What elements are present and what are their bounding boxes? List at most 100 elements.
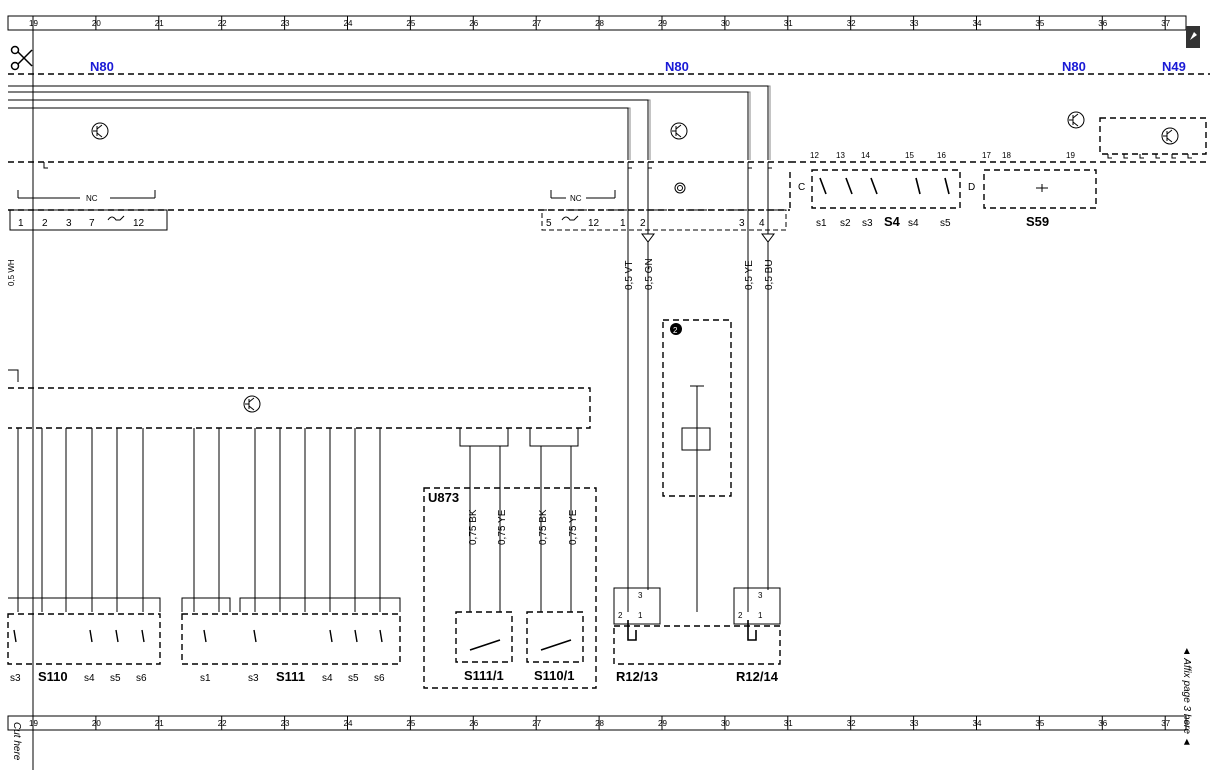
module-label-n80-c: N80 — [1062, 59, 1086, 74]
right-pin-12: 12 — [588, 218, 600, 229]
right-pin-1: 1 — [620, 218, 626, 229]
ruler-label: 37 — [1161, 19, 1170, 28]
lower-ecu-stub — [8, 369, 19, 382]
u873-sub-a: S111/1 — [464, 668, 504, 683]
wire-label-vt: 0,5 VT — [624, 261, 635, 290]
left-pin-12: 12 — [133, 218, 145, 229]
s4-s1: s1 — [816, 218, 827, 229]
ruler-label: 20 — [92, 719, 101, 728]
ruler-label: 21 — [155, 719, 164, 728]
nc-label-left: NC — [86, 194, 98, 203]
ruler-label: 33 — [910, 719, 919, 728]
top-ruler: 19202122232425262728293031323334353637 — [7, 15, 1187, 31]
s4-switch-block: C 12 13 14 15 16 s1 s2 s3 S4 s4 s5 — [798, 151, 961, 229]
s110-label: S110 — [38, 669, 68, 684]
u873-block: U873 0,75 BK 0,75 YE 0,75 BK 0,75 YE S11… — [423, 487, 597, 689]
ruler-label: 30 — [721, 719, 730, 728]
ruler-label: 32 — [847, 719, 856, 728]
r12-heaters: 2 1 3 2 1 3 R12/13 R12/14 — [613, 587, 781, 684]
u873-label: U873 — [428, 490, 459, 505]
spiral-icon — [674, 182, 686, 194]
r12-14-pin-3: 3 — [758, 591, 763, 600]
ruler-label: 27 — [532, 19, 541, 28]
s111-s3: s3 — [248, 673, 259, 684]
left-wire-label: 0,5 WH — [7, 259, 16, 286]
left-pin-1: 1 — [18, 218, 24, 229]
s4-pin-14: 14 — [861, 151, 870, 160]
left-pin-2: 2 — [42, 218, 48, 229]
s110-s6: s6 — [136, 673, 147, 684]
left-connector: NC 1 2 3 7 12 — [9, 190, 168, 231]
ruler-label: 36 — [1098, 19, 1107, 28]
ruler-label: 35 — [1035, 719, 1044, 728]
marker-2-number: 2 — [673, 326, 678, 335]
ruler-label: 22 — [218, 719, 227, 728]
u873-sub-b: S110/1 — [534, 668, 575, 683]
ruler-label: 24 — [344, 19, 353, 28]
s4-pin-15: 15 — [905, 151, 914, 160]
s110-s3: s3 — [10, 673, 21, 684]
module-label-n80-a: N80 — [90, 59, 114, 74]
ruler-label: 35 — [1035, 19, 1044, 28]
s111-s6: s6 — [374, 673, 385, 684]
marker-2-box: 2 — [662, 319, 732, 612]
right-pin-3: 3 — [739, 218, 745, 229]
ruler-label: 29 — [658, 719, 667, 728]
s4-s2: s2 — [840, 218, 851, 229]
s111-label: S111 — [276, 669, 305, 684]
switch-contacts — [13, 629, 383, 643]
upper-pins — [43, 162, 772, 169]
s4-s3: s3 — [862, 218, 873, 229]
s59-block: D 17 18 19 S59 — [968, 151, 1097, 229]
ruler-label: 30 — [721, 19, 730, 28]
lower-wires — [17, 428, 579, 612]
r12-14-pin-1: 1 — [758, 611, 763, 620]
ruler-label: 36 — [1098, 719, 1107, 728]
u873-wire-3: 0,75 BK — [538, 509, 549, 545]
ruler-label: 37 — [1161, 719, 1170, 728]
s59-pin-17: 17 — [982, 151, 991, 160]
ruler-label: 19 — [29, 19, 38, 28]
s59-label: S59 — [1026, 214, 1049, 229]
s59-pin-18: 18 — [1002, 151, 1011, 160]
ruler-label: 23 — [281, 19, 290, 28]
ruler-label: 31 — [784, 19, 793, 28]
ruler-label: 34 — [973, 19, 982, 28]
r12-13-pin-2: 2 — [618, 611, 623, 620]
wire-label-bu: 0,5 BU — [764, 259, 775, 290]
nc-label-right: NC — [570, 194, 582, 203]
s110-group: s3 S110 s4 s5 s6 — [7, 597, 161, 684]
ruler-label: 34 — [973, 719, 982, 728]
ruler-label: 26 — [469, 19, 478, 28]
s111-group: s1 s3 S111 s4 s5 s6 — [181, 597, 401, 684]
s4-s5: s5 — [940, 218, 951, 229]
cut-note: Cut here — [11, 722, 22, 761]
s4-label: S4 — [884, 214, 901, 229]
ruler-label: 22 — [218, 19, 227, 28]
left-pin-7: 7 — [89, 218, 95, 229]
s111-s1: s1 — [200, 673, 211, 684]
s59-pin-19: 19 — [1066, 151, 1075, 160]
ruler-label: 21 — [155, 19, 164, 28]
u873-wire-2: 0,75 YE — [497, 509, 508, 545]
r12-13-pin-3: 3 — [638, 591, 643, 600]
ruler-label: 29 — [658, 19, 667, 28]
ecu-icon-1 — [91, 122, 109, 140]
ecu-icon-5 — [243, 395, 261, 413]
ruler-label: 24 — [344, 719, 353, 728]
ecu-icon-4 — [1161, 127, 1179, 145]
ruler-label: 27 — [532, 719, 541, 728]
ruler-label: 31 — [784, 719, 793, 728]
ruler-label: 23 — [281, 719, 290, 728]
vertical-wires — [627, 168, 775, 612]
ruler-label: 25 — [406, 19, 415, 28]
r12-13-label: R12/13 — [616, 669, 658, 684]
s4-pin-13: 13 — [836, 151, 845, 160]
right-connector: NC 5 12 1 2 3 4 — [541, 190, 787, 231]
r12-13-pin-1: 1 — [638, 611, 643, 620]
u873-wire-4: 0,75 YE — [568, 509, 579, 545]
left-pin-3: 3 — [66, 218, 72, 229]
r12-14-label: R12/14 — [736, 669, 779, 684]
page-corner-icon — [1186, 26, 1200, 48]
